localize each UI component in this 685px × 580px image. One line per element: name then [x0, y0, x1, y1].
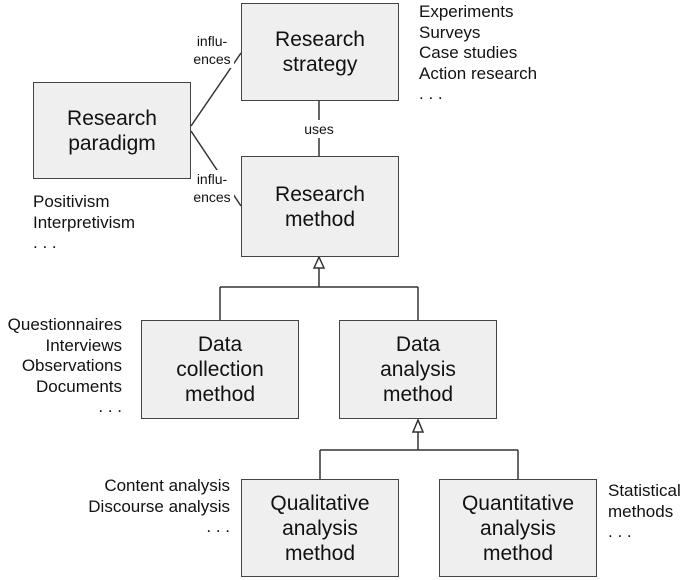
data-collection-method-box: Data collection method [141, 320, 299, 419]
strategy-example-item: Action research [419, 63, 538, 83]
strategy-example-ellipsis: . . . [419, 84, 443, 103]
quantitative-example-item: Statistical [608, 481, 681, 500]
strategy-example-item: Case studies [419, 43, 518, 62]
research-paradigm-label: Research paradigm [67, 106, 157, 155]
collection-example-item: Observations [21, 356, 122, 375]
collection-example-ellipsis: . . . [98, 397, 122, 416]
influences-method-label: influ- ences [190, 170, 234, 206]
paradigm-example-item: Positivism [33, 192, 110, 211]
data-collection-method-label: Data collection method [176, 333, 264, 406]
qualitative-example-item: Discourse analysis [88, 496, 230, 516]
quantitative-analysis-method-box: Quantitative analysis method [439, 479, 597, 577]
quantitative-examples: Statistical methods . . . [608, 481, 681, 543]
influences-strategy-label: influ- ences [190, 32, 234, 68]
research-strategy-box: Research strategy [241, 3, 399, 101]
data-analysis-method-box: Data analysis method [339, 320, 497, 419]
qualitative-analysis-method-box: Qualitative analysis method [241, 479, 399, 577]
strategy-examples: Experiments Surveys Case studies Action … [419, 2, 537, 105]
strategy-example-item: Surveys [419, 22, 481, 42]
qualitative-analysis-method-label: Qualitative analysis method [270, 491, 370, 565]
qualitative-example-ellipsis: . . . [206, 517, 230, 536]
collection-example-item: Interviews [45, 335, 122, 355]
paradigm-example-item: Interpretivism [33, 212, 136, 232]
collection-example-item: Questionnaires [7, 315, 122, 334]
research-strategy-label: Research strategy [275, 28, 365, 76]
research-method-label: Research method [275, 182, 365, 231]
quantitative-analysis-method-label: Quantitative analysis method [461, 491, 575, 565]
collection-examples: Questionnaires Interviews Observations D… [0, 315, 122, 418]
research-method-box: Research method [241, 156, 399, 257]
quantitative-example-item: methods [608, 501, 674, 521]
qualitative-examples: Content analysis Discourse analysis . . … [60, 476, 230, 538]
strategy-example-item: Experiments [419, 2, 514, 21]
research-paradigm-box: Research paradigm [33, 82, 191, 179]
paradigm-example-ellipsis: . . . [33, 233, 57, 252]
generalization-arrow-method [312, 255, 326, 269]
generalization-arrow-analysis [411, 418, 425, 433]
collection-example-item: Documents [36, 376, 122, 396]
uses-label: uses [300, 120, 338, 138]
paradigm-examples: Positivism Interpretivism . . . [33, 192, 135, 254]
quantitative-example-ellipsis: . . . [608, 522, 632, 541]
data-analysis-method-label: Data analysis method [380, 333, 456, 406]
qualitative-example-item: Content analysis [104, 476, 230, 495]
